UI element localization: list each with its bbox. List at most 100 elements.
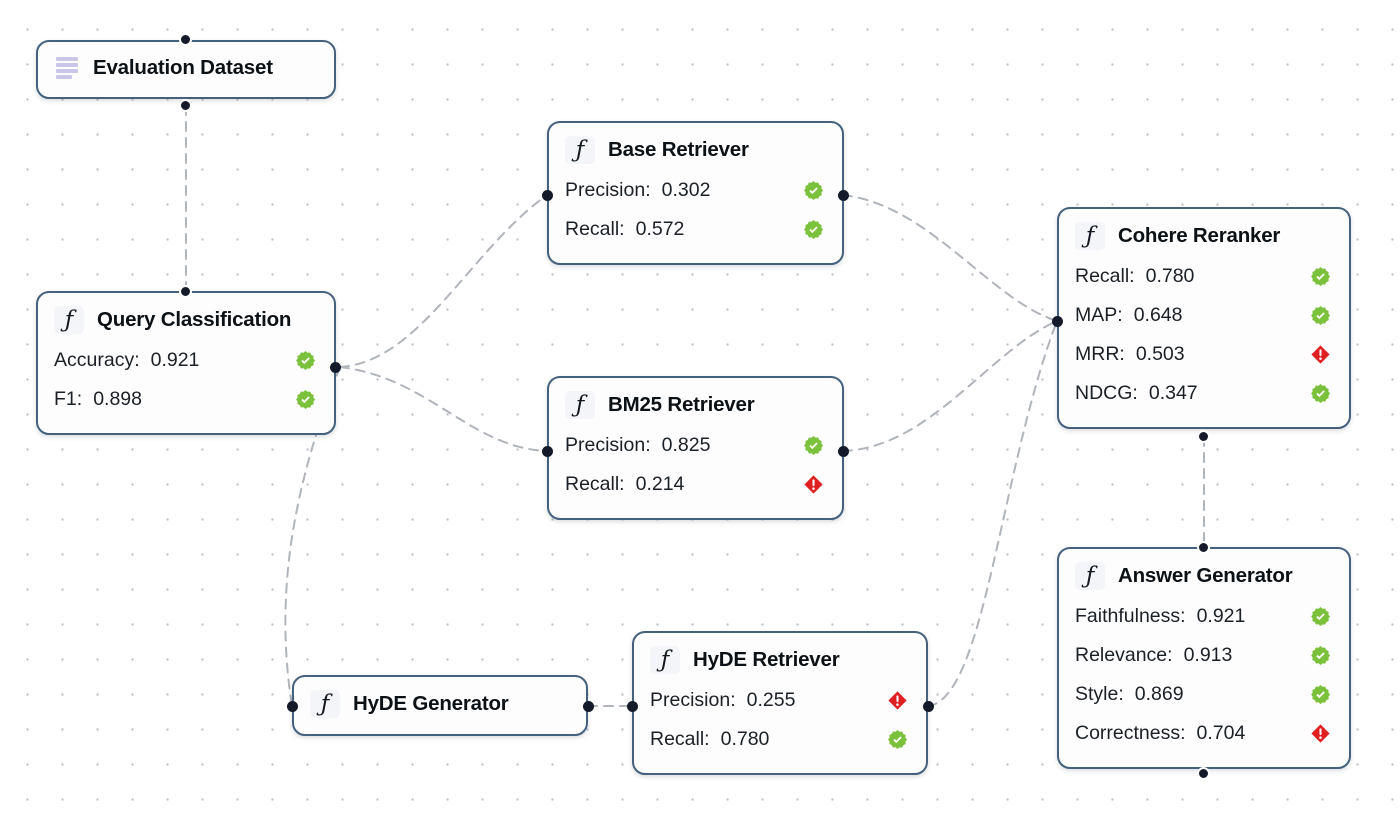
port-hyde-retriever-left[interactable] (627, 701, 638, 712)
metric-row: Recall: 0.780 (1075, 257, 1331, 296)
metric-label: Precision: (565, 179, 651, 201)
check-badge-icon (1284, 606, 1331, 627)
function-icon: ƒ (565, 391, 595, 419)
metric-label: MRR: (1075, 343, 1125, 365)
metric-label: Recall: (565, 473, 625, 495)
node-title: Answer Generator (1118, 564, 1293, 587)
metric-row: MRR: 0.503 (1075, 335, 1331, 374)
port-bm25-retriever-left[interactable] (542, 446, 553, 457)
node-header: ƒ Base Retriever (565, 136, 824, 164)
node-title: Query Classification (97, 308, 292, 331)
check-badge-icon (861, 729, 908, 750)
function-icon: ƒ (1075, 222, 1105, 250)
metric-value: 0.921 (1196, 605, 1246, 627)
metric-row: Precision: 0.302 (565, 171, 824, 210)
check-badge-icon (777, 219, 824, 240)
edge-hyde-retriever-to-cohere-reranker (927, 320, 1058, 707)
node-header: ƒ BM25 Retriever (565, 391, 824, 419)
node-base-retriever[interactable]: ƒ Base Retriever Precision: 0.302 Recall… (547, 121, 844, 265)
check-badge-icon (1284, 383, 1331, 404)
alert-diamond-icon (861, 690, 908, 711)
metric-row: NDCG: 0.347 (1075, 374, 1331, 413)
metric-value: 0.347 (1148, 382, 1198, 404)
metrics-list: Faithfulness: 0.921 Relevance: 0.913 Sty… (1075, 597, 1331, 753)
node-title: HyDE Generator (353, 692, 509, 715)
port-bm25-retriever-right[interactable] (838, 446, 849, 457)
check-badge-icon (777, 180, 824, 201)
node-bm25-retriever[interactable]: ƒ BM25 Retriever Precision: 0.825 Recall… (547, 376, 844, 520)
function-icon: ƒ (54, 306, 84, 334)
node-title: Base Retriever (608, 138, 749, 161)
check-badge-icon (1284, 266, 1331, 287)
metric-label: Precision: (650, 689, 736, 711)
metric-label: Recall: (565, 218, 625, 240)
node-query-classification[interactable]: ƒ Query Classification Accuracy: 0.921 F… (36, 291, 336, 435)
metric-row: Relevance: 0.913 (1075, 636, 1331, 675)
node-cohere-reranker[interactable]: ƒ Cohere Reranker Recall: 0.780 MAP: 0.6… (1057, 207, 1351, 429)
port-hyde-retriever-right[interactable] (923, 701, 934, 712)
check-badge-icon (269, 350, 316, 371)
metric-value: 0.921 (150, 349, 200, 371)
alert-diamond-icon (1284, 723, 1331, 744)
metric-row: Accuracy: 0.921 (54, 341, 316, 380)
metric-label: Style: (1075, 683, 1124, 705)
node-header: ƒ Cohere Reranker (1075, 222, 1331, 250)
metric-label: Recall: (650, 728, 710, 750)
metric-value: 0.503 (1135, 343, 1185, 365)
check-badge-icon (269, 389, 316, 410)
port-hyde-generator-left[interactable] (287, 701, 298, 712)
port-cohere-reranker-left[interactable] (1052, 316, 1063, 327)
function-icon: ƒ (1075, 562, 1105, 590)
metrics-list: Precision: 0.255 Recall: 0.780 (650, 681, 908, 759)
metric-value: 0.255 (746, 689, 796, 711)
check-badge-icon (1284, 305, 1331, 326)
metric-value: 0.780 (1145, 265, 1195, 287)
dataset-list-icon (54, 55, 80, 81)
port-evaluation-dataset-top[interactable] (179, 33, 192, 46)
metrics-list: Precision: 0.302 Recall: 0.572 (565, 171, 824, 249)
node-header: ƒ Query Classification (54, 306, 316, 334)
port-answer-generator-top[interactable] (1197, 541, 1210, 554)
port-hyde-generator-right[interactable] (583, 701, 594, 712)
node-hyde-retriever[interactable]: ƒ HyDE Retriever Precision: 0.255 Recall… (632, 631, 928, 775)
metric-row: Precision: 0.255 (650, 681, 908, 720)
node-answer-generator[interactable]: ƒ Answer Generator Faithfulness: 0.921 R… (1057, 547, 1351, 769)
node-header: ƒ Answer Generator (1075, 562, 1331, 590)
metric-row: Correctness: 0.704 (1075, 714, 1331, 753)
metric-value: 0.780 (720, 728, 770, 750)
function-icon: ƒ (310, 690, 340, 718)
metric-row: Recall: 0.214 (565, 465, 824, 504)
port-answer-generator-bottom[interactable] (1197, 767, 1210, 780)
metric-label: Faithfulness: (1075, 605, 1186, 627)
metric-row: Precision: 0.825 (565, 426, 824, 465)
port-query-classification-top[interactable] (179, 285, 192, 298)
metric-row: Recall: 0.780 (650, 720, 908, 759)
port-base-retriever-left[interactable] (542, 190, 553, 201)
port-base-retriever-right[interactable] (838, 190, 849, 201)
metric-label: MAP: (1075, 304, 1123, 326)
edge-base-retriever-to-cohere-reranker (842, 194, 1058, 322)
edge-bm25-retriever-to-cohere-reranker (842, 320, 1058, 452)
metric-value: 0.825 (661, 434, 711, 456)
port-evaluation-dataset-bottom[interactable] (179, 99, 192, 112)
check-badge-icon (1284, 645, 1331, 666)
node-hyde-generator[interactable]: ƒ HyDE Generator (292, 675, 588, 736)
metrics-list: Precision: 0.825 Recall: 0.214 (565, 426, 824, 504)
check-badge-icon (777, 435, 824, 456)
metrics-list: Accuracy: 0.921 F1: 0.898 (54, 341, 316, 419)
port-cohere-reranker-bottom[interactable] (1197, 430, 1210, 443)
node-evaluation-dataset[interactable]: Evaluation Dataset (36, 40, 336, 99)
metric-value: 0.898 (93, 388, 142, 410)
function-icon: ƒ (650, 646, 680, 674)
node-title: Evaluation Dataset (93, 56, 273, 79)
alert-diamond-icon (1284, 344, 1331, 365)
metric-row: Faithfulness: 0.921 (1075, 597, 1331, 636)
node-header: Evaluation Dataset (54, 55, 316, 81)
metric-value: 0.302 (661, 179, 711, 201)
metric-label: Relevance: (1075, 644, 1173, 666)
function-icon: ƒ (565, 136, 595, 164)
port-query-classification-right[interactable] (330, 362, 341, 373)
metric-label: Accuracy: (54, 349, 140, 371)
metric-value: 0.913 (1183, 644, 1233, 666)
